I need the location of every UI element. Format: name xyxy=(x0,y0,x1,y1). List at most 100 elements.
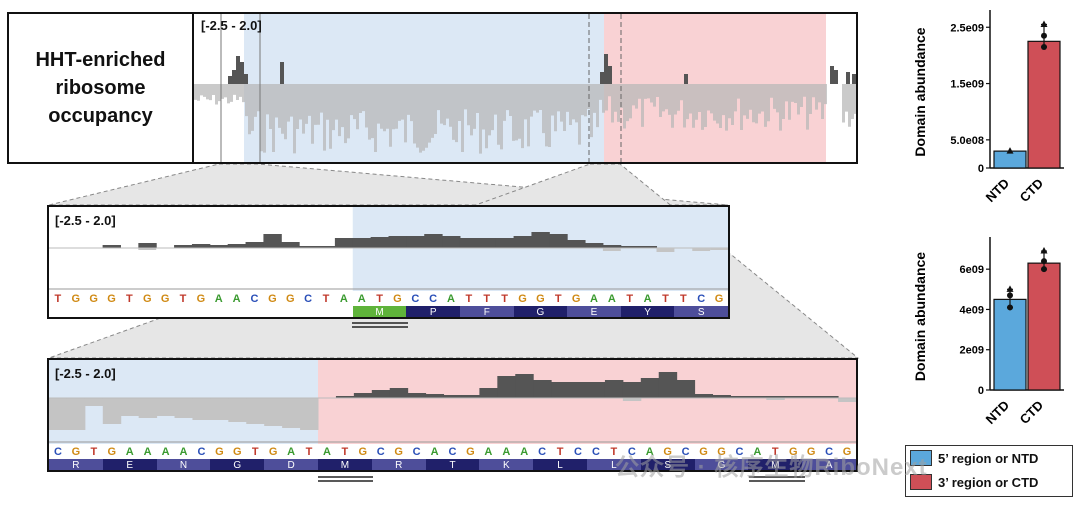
negative-signal-bar xyxy=(120,398,140,416)
signal-bar xyxy=(531,232,550,248)
y-tick-label: 4e09 xyxy=(960,304,984,316)
signal-bar xyxy=(334,238,354,248)
amino-acid-m: M xyxy=(318,459,372,470)
nucleotide-c: C xyxy=(735,446,744,458)
positive-signal-bar xyxy=(600,72,604,84)
negative-signal-bar xyxy=(282,398,301,428)
amino-acid-d: D xyxy=(264,459,318,470)
range-label-zoom2: [-2.5 - 2.0] xyxy=(55,366,116,381)
nucleotide-c: C xyxy=(411,293,420,305)
data-point-circle xyxy=(1041,32,1047,39)
negative-signal-bar xyxy=(138,248,157,250)
panel-title: HHT-enriched ribosome occupancy xyxy=(7,12,194,164)
nucleotide-a: A xyxy=(590,293,598,305)
signal-bar xyxy=(513,236,532,248)
nucleotide-t: T xyxy=(626,293,634,305)
nucleotide-g: G xyxy=(717,446,726,458)
x-tick-label-ntd: NTD xyxy=(983,398,1012,427)
nucleotide-g: G xyxy=(268,293,277,305)
nucleotide-c: C xyxy=(627,446,636,458)
bar-ctd xyxy=(1027,40,1061,169)
nucleotide-t: T xyxy=(341,446,349,458)
data-point-circle xyxy=(1007,304,1013,311)
nucleotide-c: C xyxy=(591,446,600,458)
negative-signal-bar xyxy=(228,398,247,422)
nucleotide-g: G xyxy=(466,446,475,458)
y-tick-label: 5.0e08 xyxy=(950,135,984,147)
nucleotide-t: T xyxy=(556,446,564,458)
nucleotide-g: G xyxy=(536,293,545,305)
signal-bar xyxy=(425,394,445,398)
negative-signal-bar xyxy=(174,398,193,418)
negative-signal-bar xyxy=(192,398,211,420)
amino-acid-r: R xyxy=(371,459,426,470)
negative-signal-bar xyxy=(264,398,283,426)
negative-signal-bar xyxy=(102,398,122,424)
signal-bar xyxy=(353,393,373,398)
amino-acid-k: K xyxy=(479,459,534,470)
nucleotide-g: G xyxy=(71,446,81,458)
signal-bar xyxy=(479,388,498,398)
signal-bar xyxy=(174,245,193,248)
nucleotide-g: G xyxy=(518,293,527,305)
signal-bar xyxy=(638,246,658,248)
signal-bar xyxy=(549,234,568,248)
amino-acid-y: Y xyxy=(620,306,675,317)
nucleotide-c: C xyxy=(304,293,313,305)
amino-acid-g: G xyxy=(694,459,749,470)
overview-track-panel: [-2.5 - 2.0] xyxy=(192,12,858,164)
signal-bar xyxy=(730,396,749,398)
positive-signal-bar xyxy=(684,74,688,84)
nucleotide-g: G xyxy=(788,446,798,458)
nucleotide-a: A xyxy=(125,446,134,458)
y-tick-label: 2.5e09 xyxy=(950,22,984,34)
nucleotide-a: A xyxy=(214,293,223,305)
amino-acid-s: S xyxy=(640,459,695,470)
amino-acid-s: S xyxy=(674,306,728,317)
nucleotide-c: C xyxy=(825,446,834,458)
nucleotide-a: A xyxy=(357,293,366,305)
positive-signal-bar xyxy=(240,62,244,84)
negative-signal-bar xyxy=(710,248,728,250)
signal-bar xyxy=(658,372,678,398)
legend-item-ntd: 5’ region or NTD xyxy=(910,450,1038,466)
nucleotide-t: T xyxy=(465,293,473,305)
signal-bar xyxy=(227,244,247,248)
nucleotide-c: C xyxy=(250,293,259,305)
nucleotide-g: G xyxy=(233,446,242,458)
y-axis-label: Domain abundance xyxy=(912,252,928,381)
amino-acid-spacer xyxy=(49,306,353,317)
watermark-text: 公众号 · 核序生物RiboNext xyxy=(615,454,928,481)
overview-track xyxy=(194,14,856,162)
nucleotide-t: T xyxy=(179,293,187,305)
nucleotide-t: T xyxy=(483,293,491,305)
signal-bar xyxy=(370,237,389,248)
signal-bar xyxy=(748,396,767,398)
signal-bar xyxy=(802,396,821,398)
signal-bar xyxy=(138,243,157,248)
nucleotide-c: C xyxy=(376,446,385,458)
nucleotide-a: A xyxy=(179,446,188,458)
legend-item-ctd: 3’ region or CTD xyxy=(910,474,1038,490)
nucleotide-a: A xyxy=(430,446,439,458)
nucleotide-c: C xyxy=(538,446,547,458)
amino-acid-n: N xyxy=(156,459,211,470)
negative-signal-bar xyxy=(210,398,229,420)
nucleotide-g: G xyxy=(842,446,852,458)
data-point-triangle xyxy=(1006,285,1014,292)
nucleotide-t: T xyxy=(679,293,687,305)
zoom-track-start xyxy=(49,207,728,291)
positive-signal-bar xyxy=(232,70,236,84)
nucleotide-a: A xyxy=(502,446,511,458)
nucleotide-a: A xyxy=(753,446,762,458)
signal-bar xyxy=(820,396,839,398)
nucleotide-a: A xyxy=(645,446,654,458)
signal-bar xyxy=(569,382,588,398)
signal-bar xyxy=(443,395,462,398)
nucleotide-a: A xyxy=(287,446,296,458)
data-point-triangle xyxy=(1040,20,1048,27)
signal-bar xyxy=(533,380,552,398)
